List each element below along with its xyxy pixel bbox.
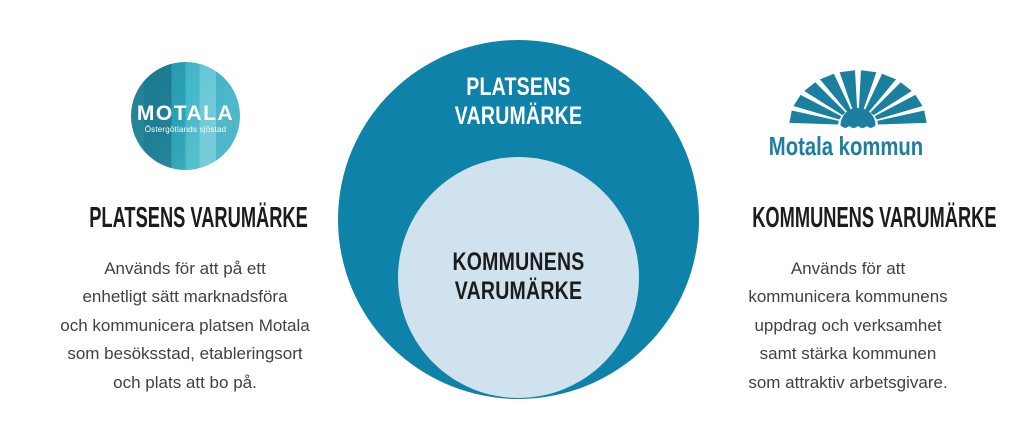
motala-place-logo-tagline: Östergötlands sjöstad: [144, 125, 227, 134]
right-body-text: Används för att kommunicera kommunens up…: [748, 259, 948, 392]
left-heading-platsens-varumarke: PLATSENS VARUMÄRKE: [89, 202, 308, 234]
motala-place-logo-wordmark: MOTALA: [136, 102, 235, 125]
right-heading-kommunens-varumarke: KOMMUNENS VARUMÄRKE: [752, 202, 997, 234]
inner-circle-label: KOMMUNENS VARUMÄRKE: [452, 248, 585, 305]
motala-kommun-fan-icon: [789, 70, 927, 128]
motala-place-logo: MOTALA Östergötlands sjöstad: [131, 62, 240, 170]
inner-circle-kommunens-varumarke: [398, 157, 639, 398]
left-body-text: Används för att på ett enhetligt sätt ma…: [60, 259, 310, 392]
motala-kommun-wordmark: Motala kommun: [768, 131, 924, 161]
outer-circle-label: PLATSENS VARUMÄRKE: [454, 73, 583, 130]
